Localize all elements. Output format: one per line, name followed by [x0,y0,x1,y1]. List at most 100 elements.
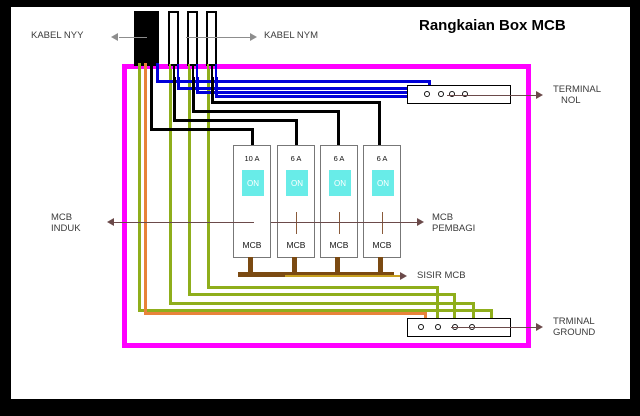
label-mcb-pembagi-line2: PEMBAGI [432,223,476,234]
nym2-wire-line [192,64,194,78]
label-kabel-nym: KABEL NYM [264,30,319,41]
terminal-nol-screw-1[interactable] [424,91,430,97]
nyy-wire-neutral [156,63,159,81]
terminal-ground-screw-2[interactable] [435,324,441,330]
callout-ground-line [451,327,537,328]
terminal-nol-screw-2[interactable] [438,91,444,97]
ground-run-orange-horizontal [144,312,427,315]
nym1-wire-neutral [177,64,179,78]
mcb-3-label: MCB [329,240,349,250]
callout-nym-line [186,37,251,38]
callout-nym-arrowhead [250,33,257,41]
label-terminal-ground-line2: GROUND [553,327,596,338]
mcb-4-internal-stub [382,212,383,234]
ground-run-2-horizontal [169,302,475,305]
mcb-1-switch-label: ON [247,179,259,188]
callout-nol-arrowhead [536,91,543,99]
callout-ground-arrowhead [536,323,543,331]
neutral-run-2-vertical [177,77,180,90]
line-run-1-drop [251,128,254,146]
terminal-nol-screw-3[interactable] [449,91,455,97]
mcb-unit-3[interactable]: 6 A ON MCB [320,145,358,258]
line-run-4-horizontal [211,101,381,104]
mcb-2-switch-label: ON [291,179,303,188]
mcb-4-switch-label: ON [377,179,389,188]
label-sisir-mcb: SISIR MCB [417,270,466,281]
enclosure-border-left [122,64,127,348]
line-run-3-horizontal [192,110,340,113]
ground-run-3-horizontal [188,293,456,296]
nym3-wire-neutral [215,64,217,78]
mcb-3-internal-stub [339,212,340,234]
neutral-run-3-horizontal [196,91,452,94]
neutral-run-4-vertical [215,77,218,98]
mcb-2-rating: 6 A [290,154,302,163]
callout-nyy-line [119,37,147,38]
label-mcb-induk-line2: INDUK [51,223,81,234]
mcb-unit-4[interactable]: 6 A ON MCB [363,145,401,258]
ground-run-1-vertical [138,69,141,312]
diagram-title: Rangkaian Box MCB [419,17,566,34]
mcb-2-switch[interactable]: ON [286,170,308,196]
mcb-1-label: MCB [242,240,262,250]
ground-run-orange-drop [424,312,427,323]
callout-induk-arrowhead [107,218,114,226]
mcb-1-switch[interactable]: ON [242,170,264,196]
label-mcb-induk-line1: MCB [51,212,73,223]
mcb-3-switch-label: ON [334,179,346,188]
callout-pembagi-arrowhead [417,218,424,226]
mcb-4-label: MCB [372,240,392,250]
callout-induk-line [114,222,254,223]
terminal-ground-screw-1[interactable] [418,324,424,330]
ground-run-1-drop [490,309,493,325]
busbar-tap-3 [335,257,340,273]
mcb-unit-1[interactable]: 10 A ON MCB [233,145,271,258]
busbar-tap-2 [292,257,297,273]
nym3-wire-line [211,64,213,78]
callout-nyy-arrowhead [111,33,118,41]
terminal-nol-screw-4[interactable] [462,91,468,97]
label-terminal-nol-line1: TERMINAL [553,84,602,95]
neutral-run-4-horizontal [215,95,461,98]
line-run-2-horizontal [173,119,298,122]
callout-pembagi-line [271,222,418,223]
terminal-nol-strip[interactable] [407,85,511,104]
callout-nol-line [447,95,537,96]
kabel-nym-block-3 [206,11,217,66]
ground-run-3-vertical [188,69,191,296]
mcb-3-rating: 6 A [333,154,345,163]
ground-run-2-drop [472,302,475,325]
ground-run-4-vertical [207,69,210,289]
kabel-nym-block-1 [168,11,179,66]
nyy-wire-line [150,63,153,81]
ground-run-1-horizontal [138,309,493,312]
mcb-2-internal-stub [296,212,297,234]
neutral-run-3-vertical [196,77,199,94]
mcb-4-rating: 6 A [376,154,388,163]
label-terminal-nol-line2: NOL [561,95,581,106]
kabel-nyy-block [134,11,159,66]
mcb-unit-2[interactable]: 6 A ON MCB [277,145,315,258]
line-run-3-vertical [192,77,195,113]
ground-run-4-drop [436,286,439,325]
line-run-3-drop [337,110,340,146]
label-kabel-nyy: KABEL NYY [31,30,84,41]
ground-run-4-horizontal [207,286,439,289]
mcb-3-switch[interactable]: ON [329,170,351,196]
neutral-run-1-horizontal [156,80,431,83]
mcb-4-switch[interactable]: ON [372,170,394,196]
ground-run-2-vertical [169,69,172,305]
label-mcb-pembagi-line1: MCB [432,212,454,223]
enclosure-border-top [122,64,531,69]
line-run-4-drop [378,101,381,146]
mcb-1-rating: 10 A [244,154,260,163]
nym1-wire-line [173,64,175,78]
mcb-2-label: MCB [286,240,306,250]
callout-sisir-arrowhead [400,272,407,280]
ground-run-3-drop [453,293,456,325]
line-run-1-vertical [150,77,153,131]
neutral-run-2-horizontal [177,87,442,90]
label-terminal-ground-line1: TRMINAL [553,316,595,327]
ground-run-orange-vertical [144,69,147,312]
